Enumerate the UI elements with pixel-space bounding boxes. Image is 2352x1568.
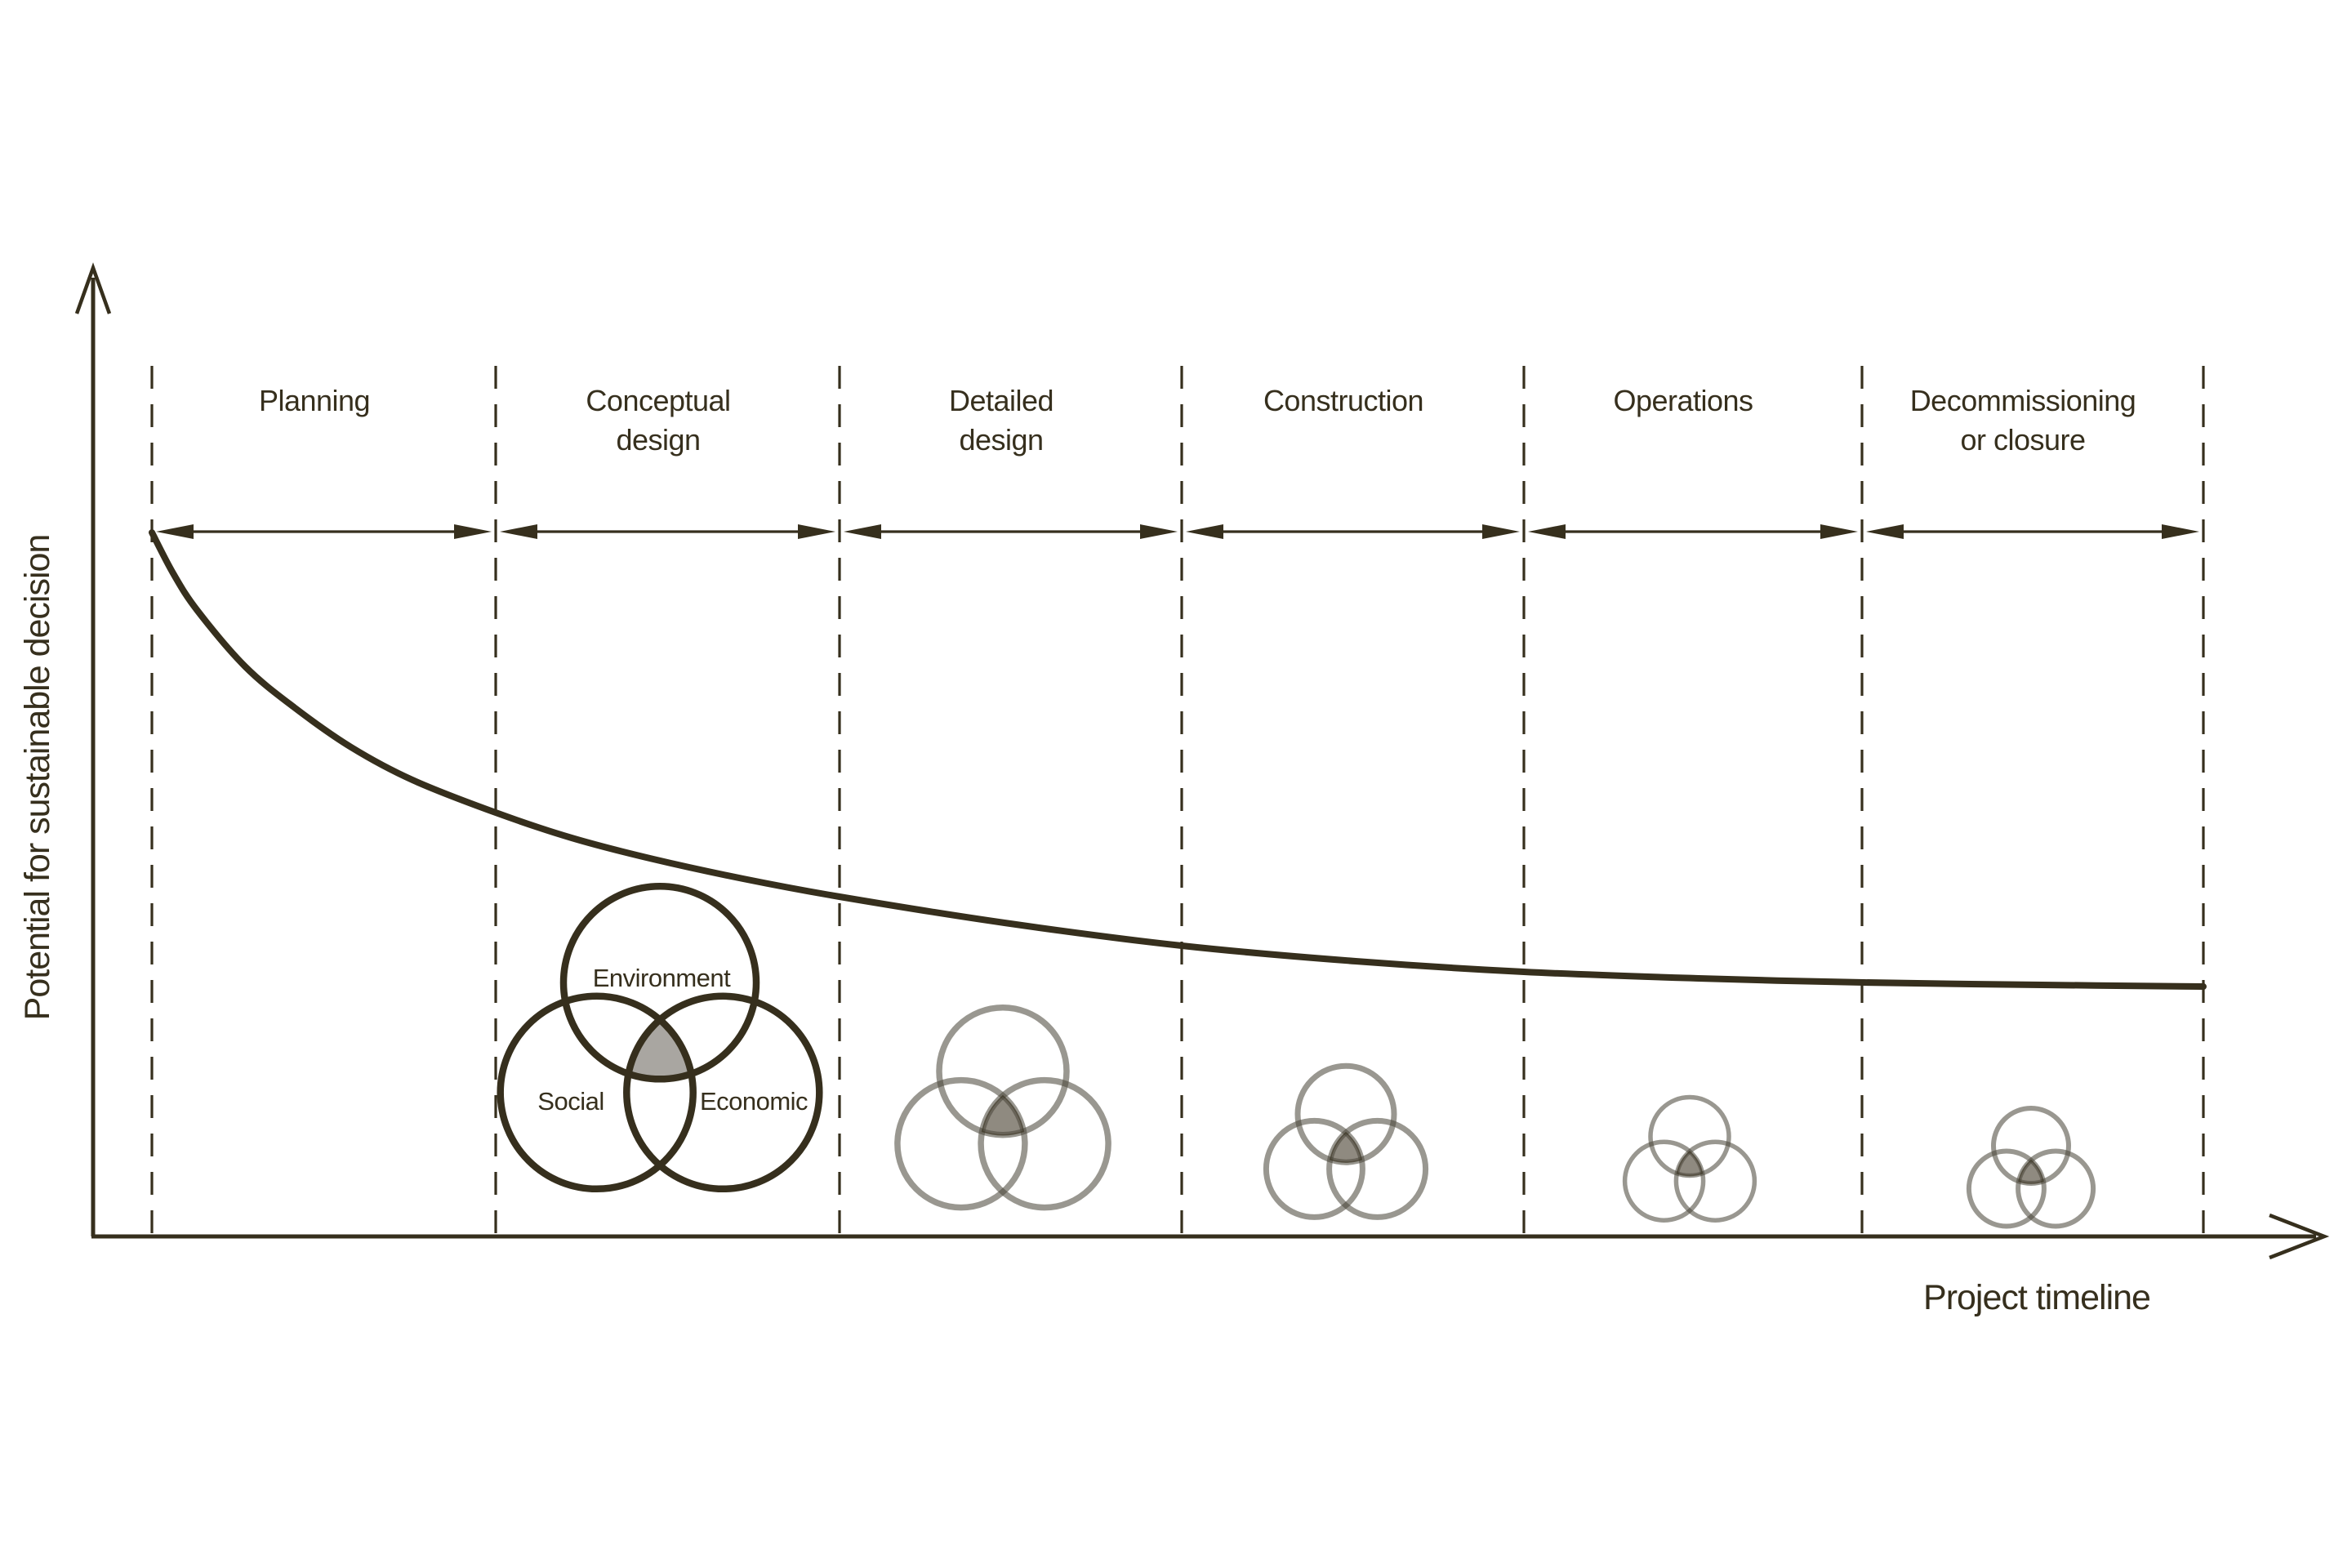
- venn-circle-social: [1263, 1117, 1365, 1220]
- x-axis-label: Project timeline: [1923, 1278, 2150, 1317]
- generated-geometry: [149, 366, 2207, 1235]
- x-axis-arrow-icon: [2269, 1213, 2330, 1260]
- venn-circle-economic: [978, 1076, 1111, 1211]
- venn-center-intersection: [1330, 1132, 1362, 1163]
- phase-label-detailed-design-2: design: [959, 423, 1043, 457]
- phase-label-conceptual-design: Conceptual: [586, 384, 730, 417]
- venn-center-outline: [2018, 1159, 2044, 1184]
- phase-labels: Planning Conceptual design Detailed desi…: [259, 384, 2136, 457]
- arrow-head-right-icon: [2162, 524, 2199, 539]
- phase-label-decommissioning-2: or closure: [1960, 423, 2085, 457]
- arrow-head-right-icon: [798, 524, 835, 539]
- venn-circle-labels: Environment Social Economic: [537, 964, 808, 1116]
- venn-center-outline: [1676, 1150, 1704, 1177]
- potential-curve: [149, 529, 2207, 990]
- phase-label-planning: Planning: [259, 384, 370, 417]
- arrow-head-left-icon: [156, 524, 194, 539]
- venn-circle-economic: [1673, 1139, 1757, 1223]
- venn-center-intersection: [2019, 1160, 2043, 1184]
- phase-label-conceptual-design-2: design: [616, 423, 700, 457]
- arrow-head-left-icon: [1866, 524, 1904, 539]
- venn-circle-economic: [623, 992, 823, 1193]
- venn-center-outline: [627, 1018, 693, 1080]
- phase-label-construction: Construction: [1263, 384, 1423, 417]
- venn-circle-social: [497, 992, 697, 1193]
- venn-label-social: Social: [537, 1087, 604, 1116]
- venn-center-intersection: [1677, 1152, 1703, 1176]
- arrow-head-left-icon: [1528, 524, 1566, 539]
- venn-label-environment: Environment: [593, 964, 731, 992]
- arrow-head-right-icon: [1482, 524, 1520, 539]
- venn-center-outline: [981, 1094, 1025, 1136]
- arrow-head-left-icon: [844, 524, 881, 539]
- venn-label-economic: Economic: [700, 1087, 808, 1116]
- arrow-head-right-icon: [1820, 524, 1858, 539]
- arrow-head-right-icon: [1140, 524, 1178, 539]
- venn-circle-social: [894, 1076, 1028, 1211]
- venn-center-intersection: [982, 1095, 1024, 1135]
- venn-circle-economic: [1326, 1117, 1429, 1220]
- y-axis-arrow-icon: [74, 262, 112, 314]
- phase-label-decommissioning: Decommissioning: [1910, 384, 2136, 417]
- venn-circle-social: [1622, 1139, 1706, 1223]
- arrow-head-left-icon: [1186, 524, 1223, 539]
- venn-center-outline: [1329, 1131, 1363, 1163]
- venn-circle-social: [1966, 1148, 2047, 1229]
- venn-center-intersection: [628, 1019, 692, 1080]
- phase-label-operations: Operations: [1613, 384, 1753, 417]
- venn-circle-economic: [2016, 1148, 2096, 1229]
- y-axis-label: Potential for sustainable decision: [18, 535, 57, 1021]
- phase-label-detailed-design: Detailed: [949, 384, 1054, 417]
- arrow-head-left-icon: [500, 524, 537, 539]
- axes: Potential for sustainable decision Proje…: [18, 262, 2330, 1317]
- arrow-head-right-icon: [454, 524, 492, 539]
